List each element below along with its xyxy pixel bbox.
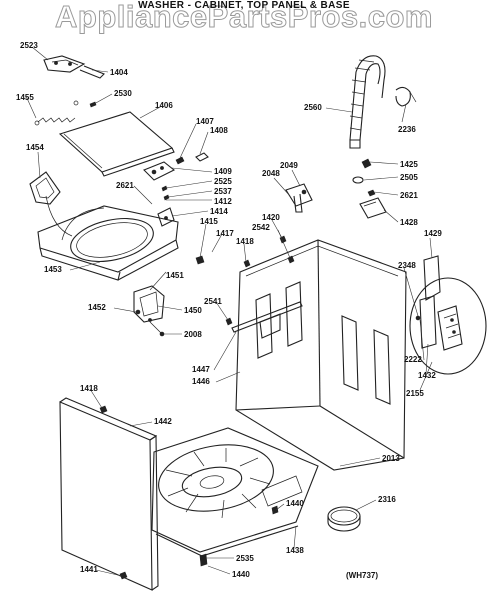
cabinet bbox=[235, 239, 407, 471]
callout-1418: 1418 bbox=[236, 237, 254, 246]
callout-1455: 1455 bbox=[16, 93, 34, 102]
callout-1420: 1420 bbox=[262, 213, 280, 222]
water-valve bbox=[285, 183, 313, 213]
fill-hose bbox=[349, 55, 386, 149]
screw bbox=[89, 101, 97, 108]
callout-1406: 1406 bbox=[155, 101, 173, 110]
callout-2348: 2348 bbox=[398, 261, 416, 270]
callout-2541: 2541 bbox=[204, 297, 222, 306]
callout-1412: 1412 bbox=[214, 197, 232, 206]
leveling-leg bbox=[199, 553, 208, 567]
callout-1432: 1432 bbox=[418, 371, 436, 380]
callout-1428: 1428 bbox=[400, 218, 418, 227]
callout-1414: 1414 bbox=[210, 207, 228, 216]
callout-1453: 1453 bbox=[44, 265, 62, 274]
callout-1450: 1450 bbox=[184, 306, 202, 315]
callout-2008: 2008 bbox=[184, 330, 202, 339]
callout-2049: 2049 bbox=[280, 161, 298, 170]
cabinet-brace bbox=[225, 301, 303, 333]
callout-2523: 2523 bbox=[20, 41, 38, 50]
callout-1404: 1404 bbox=[110, 68, 128, 77]
hose-clamp bbox=[395, 86, 417, 107]
callout-2621: 2621 bbox=[116, 181, 134, 190]
callout-2621-inlet: 2621 bbox=[400, 191, 418, 200]
figure-code: (WH737) bbox=[346, 571, 378, 580]
callout-1451: 1451 bbox=[166, 271, 184, 280]
callout-1447: 1447 bbox=[192, 365, 210, 374]
spring bbox=[34, 100, 79, 126]
callout-2222: 2222 bbox=[404, 355, 422, 364]
callout-2525: 2525 bbox=[214, 177, 232, 186]
callout-1442: 1442 bbox=[154, 417, 172, 426]
screw bbox=[119, 571, 128, 580]
callout-1417: 1417 bbox=[216, 229, 234, 238]
callout-2560: 2560 bbox=[304, 103, 322, 112]
hinge-bracket bbox=[143, 161, 176, 227]
callout-1418-front: 1418 bbox=[80, 384, 98, 393]
top-panel bbox=[37, 195, 179, 281]
washer-base bbox=[151, 427, 319, 557]
callout-1452: 1452 bbox=[88, 303, 106, 312]
callout-2316: 2316 bbox=[378, 495, 396, 504]
callout-1407: 1407 bbox=[196, 117, 214, 126]
callout-1454: 1454 bbox=[26, 143, 44, 152]
callout-1408: 1408 bbox=[210, 126, 228, 135]
callout-1440-foot: 1440 bbox=[232, 570, 250, 579]
lid-switch bbox=[133, 285, 165, 337]
watermark-logo: AppliancePartsPros.com bbox=[55, 0, 433, 34]
screw bbox=[243, 259, 251, 268]
callout-1438: 1438 bbox=[286, 546, 304, 555]
leader-lines bbox=[25, 46, 433, 577]
callout-1409: 1409 bbox=[214, 167, 232, 176]
snubber-ring bbox=[327, 506, 361, 532]
callout-2537: 2537 bbox=[214, 187, 232, 196]
lid-switch-bracket bbox=[43, 55, 105, 79]
control-bracket bbox=[423, 255, 441, 301]
callout-2530: 2530 bbox=[114, 89, 132, 98]
callout-2013: 2013 bbox=[382, 454, 400, 463]
callout-2505: 2505 bbox=[400, 173, 418, 182]
front-panel bbox=[59, 397, 159, 591]
diagram-title: WASHER - CABINET, TOP PANEL & BASE bbox=[138, 0, 350, 11]
callout-2236: 2236 bbox=[398, 125, 416, 134]
callout-1429: 1429 bbox=[424, 229, 442, 238]
callout-1425: 1425 bbox=[400, 160, 418, 169]
callout-1415: 1415 bbox=[200, 217, 218, 226]
water-inlet-fittings bbox=[352, 158, 387, 219]
callout-labels: 2523 1404 1455 2530 1406 1407 1408 1454 … bbox=[16, 41, 442, 580]
washer-lid bbox=[58, 111, 175, 177]
callout-1446: 1446 bbox=[192, 377, 210, 386]
callout-2048: 2048 bbox=[262, 169, 280, 178]
callout-1440: 1440 bbox=[286, 499, 304, 508]
callout-1441: 1441 bbox=[80, 565, 98, 574]
lid-seal bbox=[29, 171, 61, 205]
callout-2535: 2535 bbox=[236, 554, 254, 563]
leveling-leg bbox=[271, 505, 279, 515]
callout-2542: 2542 bbox=[252, 223, 270, 232]
hinge-pin bbox=[175, 156, 185, 165]
hinge-clip bbox=[195, 152, 209, 162]
callout-2155: 2155 bbox=[406, 389, 424, 398]
